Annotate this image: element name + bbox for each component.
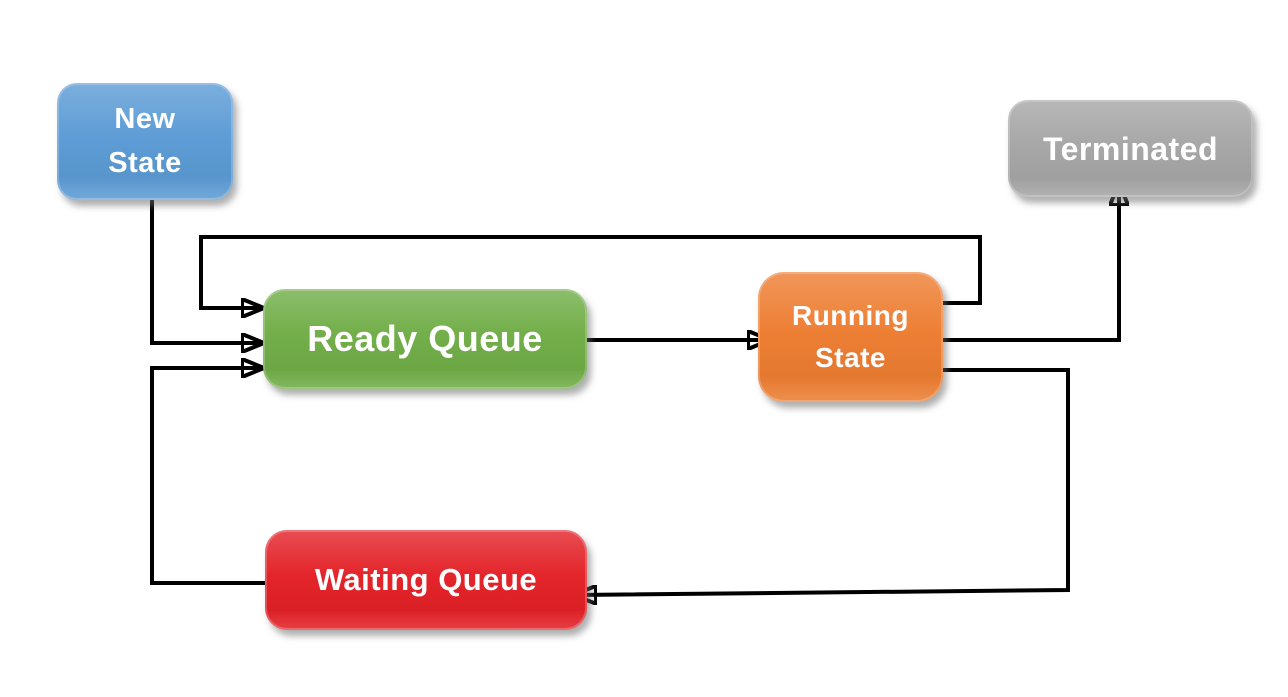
node-ready-queue: Ready Queue [263,289,587,389]
node-running-state-label: Running State [791,300,910,373]
node-waiting-queue: Waiting Queue [265,530,587,630]
node-terminated: Terminated [1008,100,1253,197]
edge-running-state-to-terminated [941,185,1119,342]
node-new-state: New State [57,83,233,200]
node-waiting-queue-label: Waiting Queue [314,561,538,597]
edge-running-state-to-ready-queue [199,235,982,308]
node-ready-queue-label: Ready Queue [307,318,543,359]
node-terminated-label: Terminated [1042,130,1219,167]
node-new-state-label: New State [108,103,182,179]
edge-new-state-to-ready-queue [150,199,262,343]
edge-running-state-to-waiting-queue [576,368,1070,595]
node-running-state: Running State [758,272,943,402]
edge-waiting-queue-to-ready-queue [150,368,267,585]
